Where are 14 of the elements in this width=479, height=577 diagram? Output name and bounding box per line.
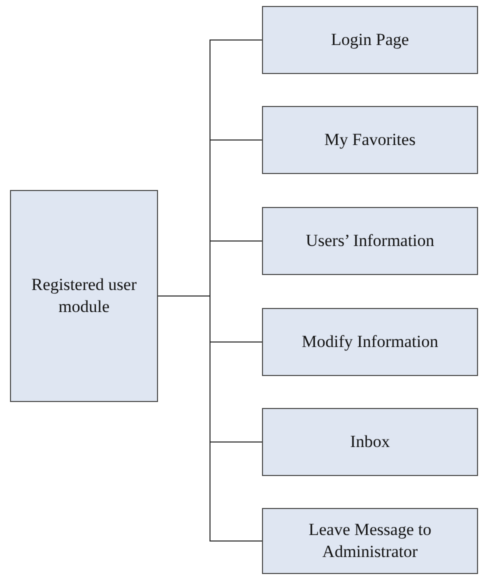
box-label: Leave Message to Administrator (308, 518, 432, 563)
box-label: Login Page (331, 28, 409, 51)
process-box (262, 508, 478, 574)
box-label: My Favorites (324, 128, 416, 151)
box-label: Registered user module (30, 274, 138, 318)
box-label: Inbox (350, 430, 390, 453)
box-label: Users’ Information (306, 230, 434, 252)
process-box (10, 190, 158, 402)
process-box (262, 207, 478, 275)
process-box (262, 106, 478, 174)
box-label: Modify Information (302, 330, 438, 353)
process-box (262, 408, 478, 476)
process-box (262, 6, 478, 74)
process-box (262, 308, 478, 376)
